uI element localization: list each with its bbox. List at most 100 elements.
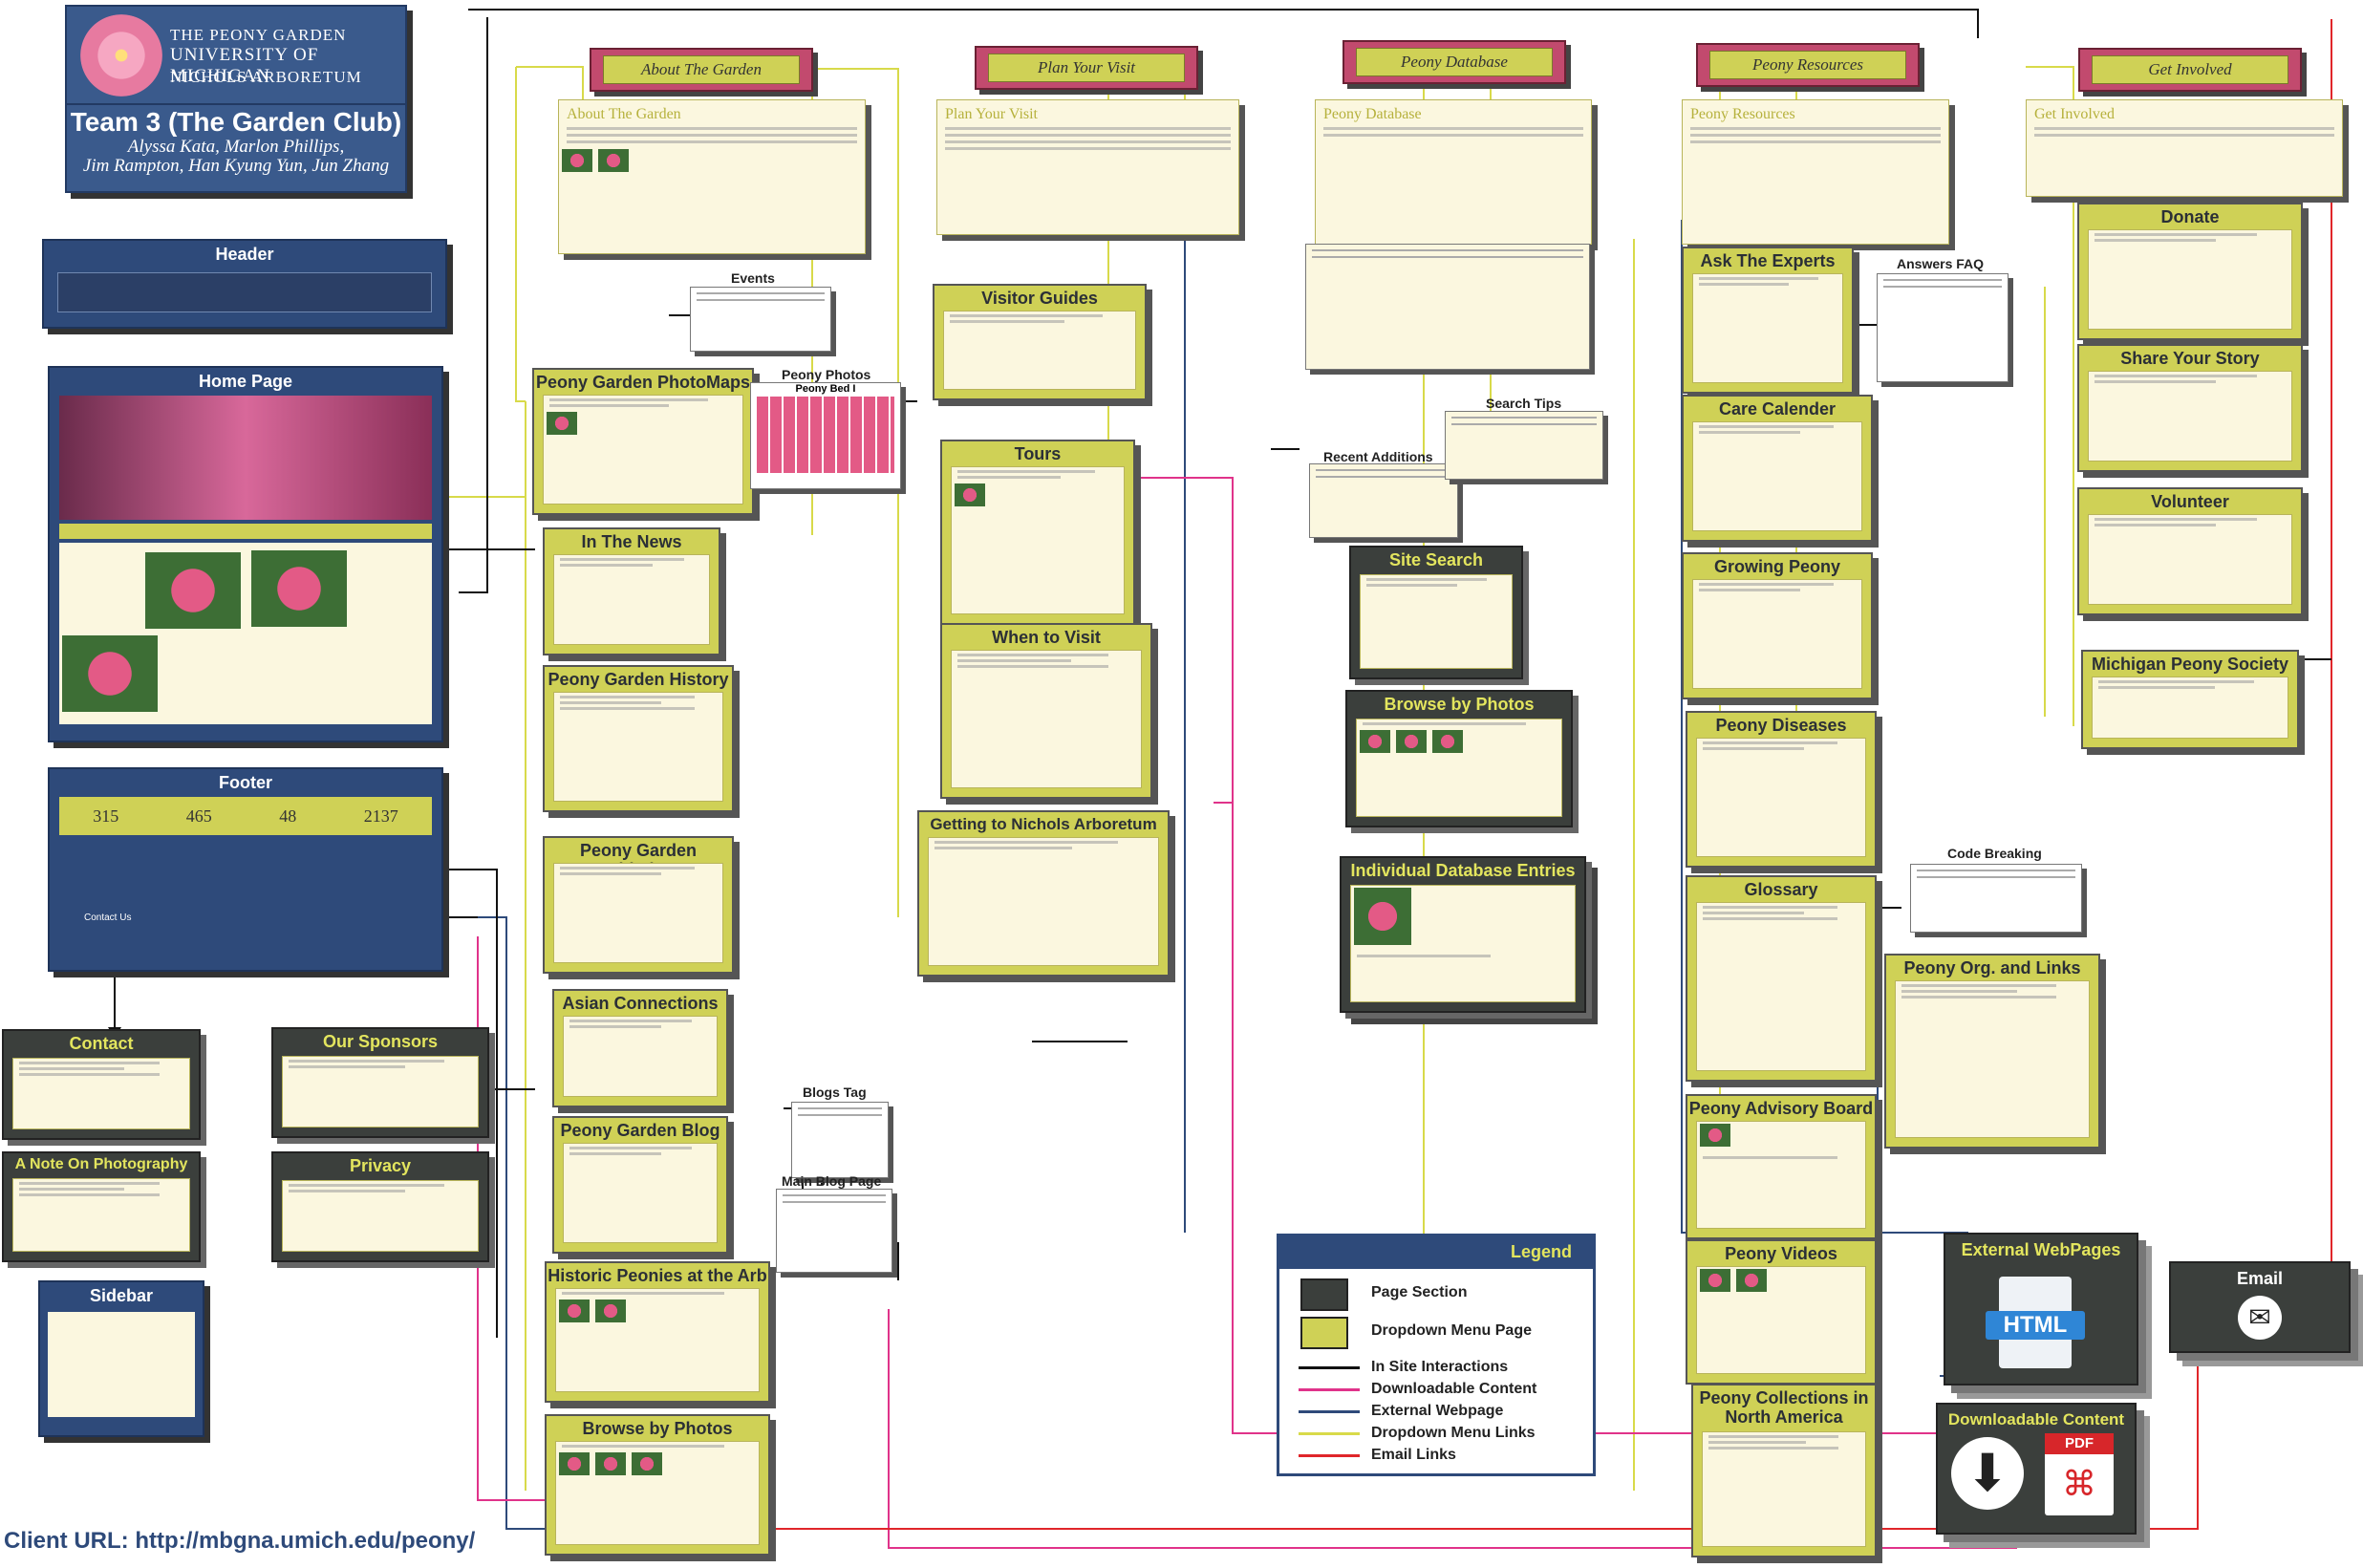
- collections-title: Peony Collections in North America: [1699, 1388, 1869, 1427]
- blog-title: Peony Garden Blog: [560, 1121, 720, 1140]
- downloadable-content-title: Downloadable Content: [1947, 1410, 2125, 1428]
- site-search-page: Site Search: [1349, 546, 1523, 679]
- team-members-1: Alyssa Kata, Marlon Phillips,: [127, 137, 345, 157]
- contact-title: Contact: [69, 1034, 134, 1053]
- care-calendar-page: Care Calender: [1682, 395, 1873, 542]
- blogs-tag-label: Blogs Tag: [803, 1085, 867, 1100]
- home-peony-photo-2: [251, 550, 348, 627]
- growing-peony-title: Growing Peony: [1713, 557, 1840, 576]
- home-hero-image: [59, 396, 432, 520]
- peony-garden-blog-page: Peony Garden Blog: [552, 1116, 728, 1254]
- legend-dropdown-page: Dropdown Menu Page: [1371, 1322, 1532, 1339]
- browse-photos-about-title: Browse by Photos: [582, 1419, 733, 1438]
- growing-peony-page: Growing Peony: [1682, 552, 1873, 699]
- external-line: [1299, 1410, 1360, 1413]
- contact-page: Contact: [2, 1029, 201, 1140]
- legend-header: Legend: [1279, 1236, 1593, 1269]
- peony-database-page: Peony Database: [1315, 99, 1592, 245]
- peony-diseases-title: Peony Diseases: [1715, 716, 1847, 735]
- legend-page-section: Page Section: [1371, 1284, 1468, 1300]
- email-line: [1299, 1454, 1360, 1457]
- peony-videos-page: Peony Videos: [1686, 1239, 1877, 1385]
- peony-org-links-page: Peony Org. and Links: [1884, 954, 2100, 1149]
- michigan-peony-society-page: Michigan Peony Society: [2081, 650, 2299, 749]
- tab-peony-resources[interactable]: Peony Resources: [1696, 43, 1920, 87]
- peony-garden-initiative-page: Peony Garden Initiative: [543, 836, 734, 974]
- peony-garden-logo: THE PEONY GARDEN UNIVERSITY OF MICHIGAN …: [65, 5, 407, 109]
- about-page-heading: About The Garden: [567, 106, 681, 122]
- in-the-news-page: In The News: [543, 527, 720, 655]
- footer-contact-link[interactable]: Contact Us: [84, 913, 132, 923]
- brand-line-2: UNIVERSITY OF MICHIGAN: [170, 45, 319, 86]
- tab-about-the-garden[interactable]: About The Garden: [590, 48, 813, 92]
- legend: Legend Page Section Dropdown Menu Page I…: [1277, 1234, 1596, 1476]
- answers-faq-page: [1877, 273, 2009, 382]
- peony-photo-grid: [757, 397, 894, 473]
- footer-title: Footer: [219, 773, 272, 792]
- plan-your-visit-page: Plan Your Visit: [936, 99, 1239, 235]
- tours-title: Tours: [1014, 444, 1062, 463]
- external-webpages: External WebPages HTML: [1944, 1233, 2138, 1385]
- client-url[interactable]: Client URL: http://mbgna.umich.edu/peony…: [4, 1528, 476, 1554]
- peony-diseases-page: Peony Diseases: [1686, 711, 1877, 868]
- asian-connections-page: Asian Connections: [552, 989, 728, 1107]
- home-peony-photo-1: [145, 552, 241, 629]
- legend-dropdown-links: Dropdown Menu Links: [1371, 1425, 1536, 1441]
- historic-peonies-page: Historic Peonies at the Arb: [545, 1261, 770, 1403]
- michigan-peony-society-title: Michigan Peony Society: [2091, 655, 2289, 674]
- privacy-page: Privacy: [271, 1151, 489, 1262]
- header-section-title: Header: [215, 245, 274, 264]
- advisory-board-page: Peony Advisory Board: [1686, 1094, 1877, 1239]
- getting-to-arboretum-page: Getting to Nichols Arboretum: [917, 810, 1170, 977]
- peony-flower-icon: [80, 14, 162, 97]
- team-members-2: Jim Rampton, Han Kyung Yun, Jun Zhang: [82, 156, 390, 176]
- email-destination: Email ✉: [2169, 1261, 2351, 1353]
- site-search-title: Site Search: [1388, 550, 1484, 569]
- recent-additions-label: Recent Additions: [1323, 449, 1433, 464]
- home-page-title: Home Page: [198, 372, 293, 391]
- ask-the-experts-page: Ask The Experts: [1682, 247, 1854, 394]
- getting-to-arboretum-title: Getting to Nichols Arboretum: [930, 815, 1157, 833]
- recent-additions-page: [1309, 463, 1458, 538]
- privacy-title: Privacy: [349, 1156, 412, 1175]
- tab-peony-database[interactable]: Peony Database: [1343, 40, 1566, 84]
- resources-page-heading: Peony Resources: [1690, 106, 1795, 122]
- footer-stat-1: 315: [93, 805, 119, 826]
- legend-downloadable: Downloadable Content: [1371, 1381, 1537, 1397]
- photomaps-title: Peony Garden PhotoMaps: [535, 373, 751, 392]
- database-search-preview: [1305, 244, 1590, 370]
- header-section: Header: [42, 239, 447, 329]
- footer-section: Footer 315 465 48 2137 Contact Us: [48, 767, 443, 972]
- volunteer-page: Volunteer: [2077, 487, 2303, 615]
- tab-get-involved[interactable]: Get Involved: [2078, 48, 2302, 92]
- footer-stats-bar: 315 465 48 2137: [59, 797, 432, 835]
- involved-page-heading: Get Involved: [2034, 106, 2115, 122]
- main-blog-label: Main Blog Page: [782, 1173, 882, 1189]
- visitor-guides-title: Visitor Guides: [981, 289, 1098, 308]
- about-thumb: [598, 149, 629, 172]
- peony-garden-history-page: Peony Garden History: [543, 665, 734, 812]
- asian-connections-title: Asian Connections: [562, 994, 719, 1013]
- legend-email: Email Links: [1371, 1447, 1456, 1463]
- browse-photos-about-page: Browse by Photos: [545, 1414, 770, 1556]
- legend-in-site: In Site Interactions: [1371, 1359, 1509, 1375]
- main-blog-page: [776, 1189, 892, 1273]
- share-your-story-page: Share Your Story: [2077, 344, 2303, 472]
- collections-north-america-page: Peony Collections in North America: [1691, 1384, 1877, 1557]
- peony-org-title: Peony Org. and Links: [1903, 958, 2081, 977]
- home-content-preview: [59, 543, 432, 724]
- about-thumb: [562, 149, 592, 172]
- footer-stat-4: 2137: [363, 805, 398, 826]
- glossary-page: Glossary: [1686, 875, 1877, 1082]
- search-tips-label: Search Tips: [1486, 396, 1562, 411]
- peony-photos-label: Peony Photos: [782, 367, 871, 382]
- volunteer-title: Volunteer: [2151, 492, 2229, 511]
- brand-line-3: NICHOLS ARBORETUM: [170, 68, 362, 86]
- in-the-news-title: In The News: [581, 532, 682, 551]
- peony-videos-title: Peony Videos: [1725, 1244, 1837, 1263]
- tab-plan-your-visit[interactable]: Plan Your Visit: [975, 46, 1198, 90]
- events-label: Events: [731, 270, 775, 286]
- pdf-label: PDF: [2045, 1433, 2114, 1454]
- browse-photos-db-page: Browse by Photos: [1345, 690, 1573, 827]
- when-to-visit-page: When to Visit: [940, 623, 1152, 799]
